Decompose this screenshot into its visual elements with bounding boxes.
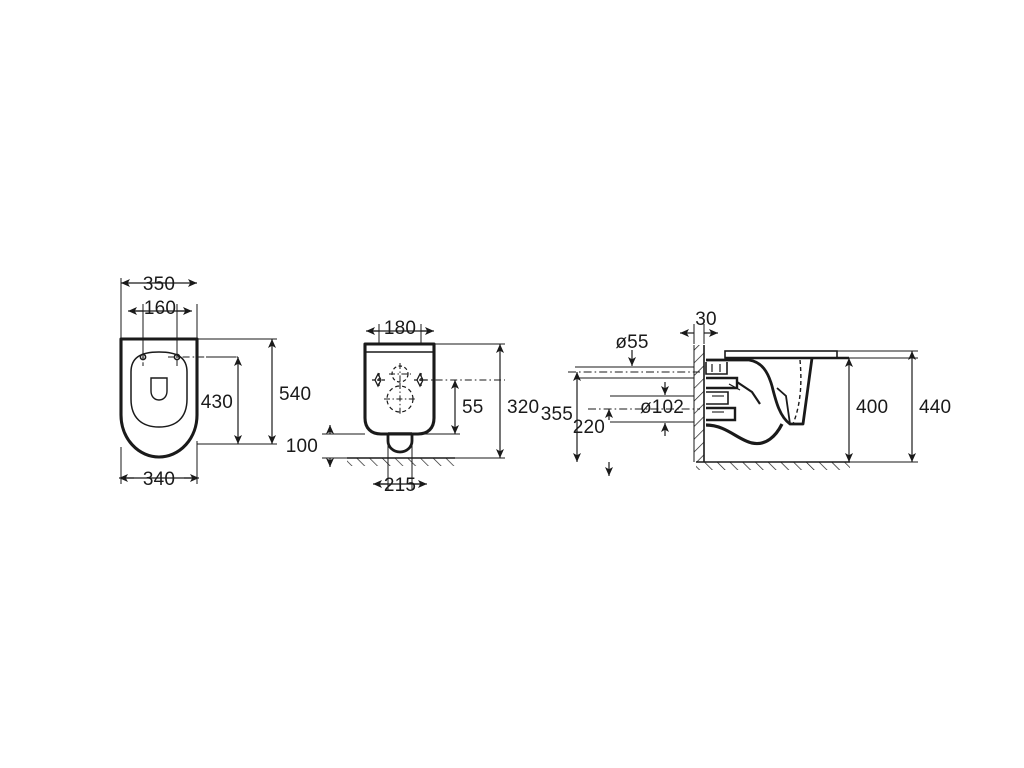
dim-label-dia55: ø55 xyxy=(615,332,648,353)
plan-dim-340: 340 xyxy=(119,469,199,490)
dim-label-55: 55 xyxy=(462,397,484,418)
side-dim-dia55: ø55 xyxy=(575,332,694,379)
side-hidden-edge xyxy=(792,359,802,425)
dim-label-400: 400 xyxy=(856,397,888,418)
side-view: 30 ø55 ø102 xyxy=(541,309,951,476)
front-extension-lines xyxy=(322,324,505,490)
dim-label-215: 215 xyxy=(384,475,416,496)
plan-dim-430: 430 xyxy=(201,357,242,444)
plan-flush-detail xyxy=(150,377,168,401)
side-dim-440: 440 xyxy=(908,351,951,462)
dim-label-220: 220 xyxy=(573,417,605,438)
plan-bowl-outline xyxy=(119,337,199,459)
dim-label-430: 430 xyxy=(201,392,233,413)
side-wall xyxy=(693,345,705,462)
dim-label-320: 320 xyxy=(507,397,539,418)
dim-label-dia102: ø102 xyxy=(640,397,684,418)
dim-label-355: 355 xyxy=(541,404,573,425)
front-dim-100: 100 xyxy=(286,425,334,467)
front-dim-55: 55 xyxy=(451,380,484,434)
dim-label-160: 160 xyxy=(144,298,176,319)
plan-view: 350 160 340 430 xyxy=(119,274,311,490)
side-dim-220: 220 xyxy=(573,409,613,476)
dim-label-340: 340 xyxy=(143,469,175,490)
plan-extension-lines xyxy=(120,278,277,484)
side-dim-dia102: ø102 xyxy=(610,382,694,436)
dim-label-100: 100 xyxy=(286,436,318,457)
dim-label-30: 30 xyxy=(695,309,717,330)
side-dim-30: 30 xyxy=(680,309,718,344)
dim-label-440: 440 xyxy=(919,397,951,418)
front-dim-215: 215 xyxy=(373,475,427,496)
plan-rim-outline xyxy=(130,351,188,428)
front-inlet-circle xyxy=(389,363,411,385)
fixing-marker-left xyxy=(372,372,386,388)
side-seat xyxy=(724,350,849,360)
dim-label-540: 540 xyxy=(279,384,311,405)
plan-centre-lines xyxy=(142,330,238,366)
dim-label-350: 350 xyxy=(143,274,175,295)
plan-dim-350: 350 xyxy=(121,274,197,295)
front-view: 180 215 100 55 32 xyxy=(286,318,539,496)
side-floor xyxy=(696,461,850,470)
front-outlet-bump xyxy=(386,432,414,454)
front-dim-180: 180 xyxy=(366,318,434,339)
side-right-extensions xyxy=(725,350,918,463)
side-dim-400: 400 xyxy=(845,358,888,462)
side-bowl-profile xyxy=(705,357,814,446)
dim-label-180: 180 xyxy=(384,318,416,339)
front-outlet-circle xyxy=(384,383,416,415)
front-floor xyxy=(347,457,455,466)
side-internal-detail xyxy=(705,362,761,422)
plan-dim-160: 160 xyxy=(128,298,192,319)
front-dim-320: 320 xyxy=(496,344,539,458)
side-dim-355: 355 xyxy=(541,372,581,462)
plan-dim-540: 540 xyxy=(268,339,311,444)
